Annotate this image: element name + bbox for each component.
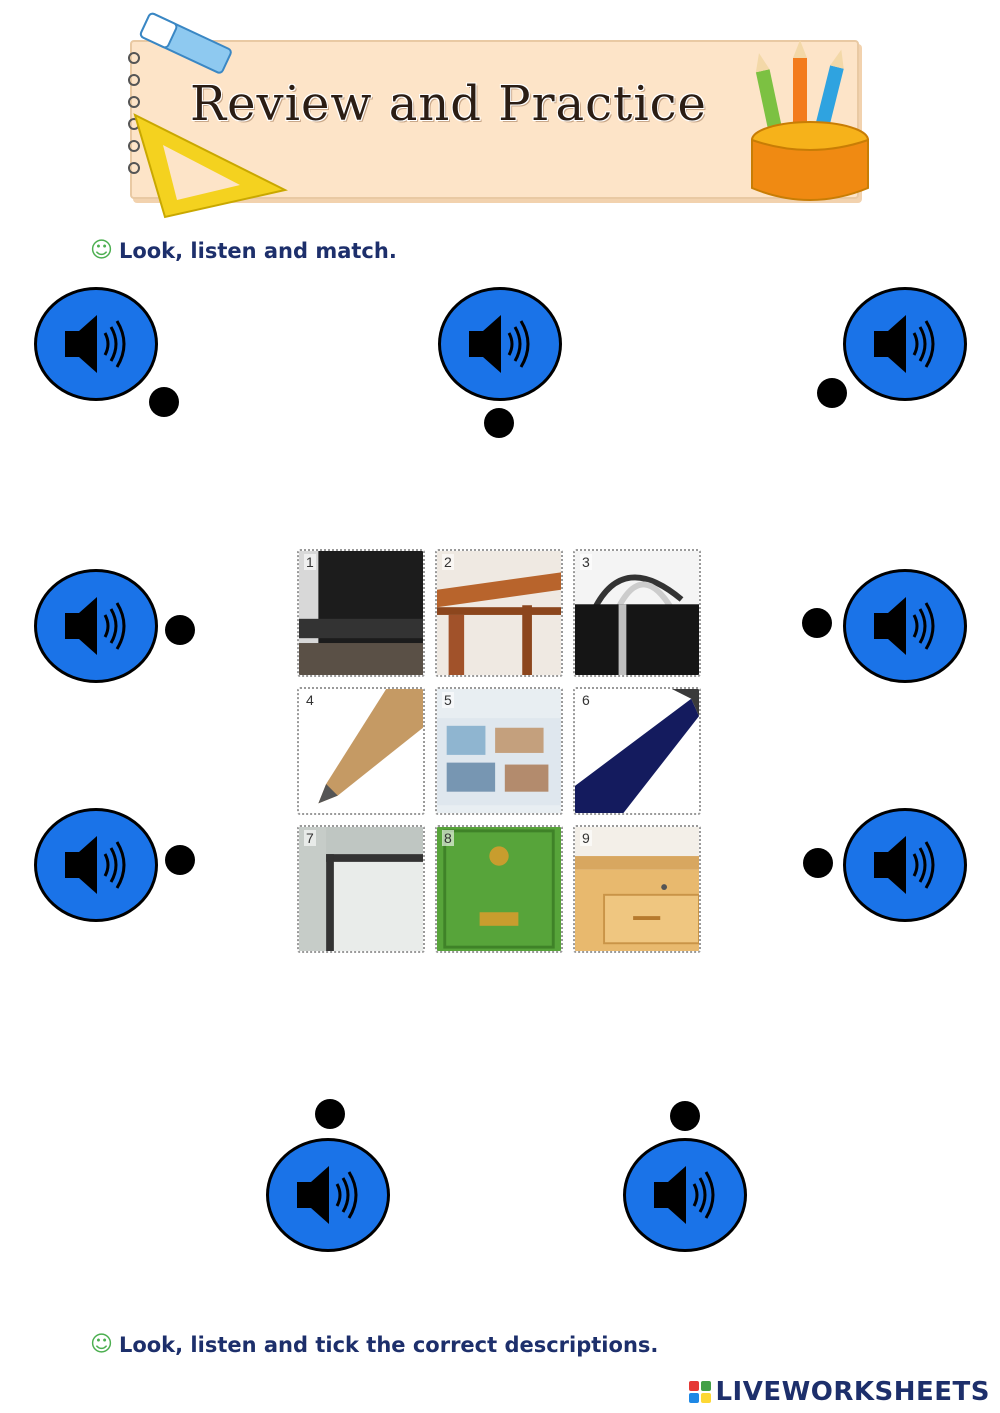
match-dot-8[interactable] [315, 1099, 345, 1129]
speaker-icon [297, 1166, 358, 1224]
speaker-icon [654, 1166, 715, 1224]
match-dot-1[interactable] [149, 387, 179, 417]
banner-title: Review and Practice [190, 76, 707, 132]
speaker-icon [469, 315, 530, 373]
tile-number: 4 [304, 692, 316, 708]
audio-button-8[interactable] [266, 1138, 390, 1252]
grid-tile-book: 5 [435, 687, 563, 815]
instruction-match-text: Look, listen and match. [118, 238, 397, 263]
grid-tile-bag: 3 [573, 549, 701, 677]
audio-button-9[interactable] [623, 1138, 747, 1252]
tile-number: 6 [580, 692, 592, 708]
pen-icon [575, 689, 699, 813]
grid-tile-chair: 1 [297, 549, 425, 677]
desk-icon [575, 827, 699, 951]
smiley-icon: ☺ [90, 1332, 113, 1357]
audio-button-5[interactable] [843, 569, 967, 683]
triangle-ruler-icon [133, 113, 288, 219]
speaker-icon [874, 836, 935, 894]
tile-number: 1 [304, 554, 316, 570]
match-dot-4[interactable] [165, 615, 195, 645]
eraser-icon [139, 12, 232, 74]
liveworksheets-brand[interactable]: LIVEWORKSHEETS [689, 1377, 990, 1407]
audio-button-7[interactable] [843, 808, 967, 922]
speaker-icon [65, 315, 126, 373]
match-dot-3[interactable] [817, 378, 847, 408]
table-icon [437, 551, 561, 675]
pencil-icon [299, 689, 423, 813]
window-icon [299, 827, 423, 951]
tile-number: 8 [442, 830, 454, 846]
grid-tile-window: 7 [297, 825, 425, 953]
audio-button-4[interactable] [34, 569, 158, 683]
audio-button-6[interactable] [34, 808, 158, 922]
tile-number: 5 [442, 692, 454, 708]
speaker-icon [65, 597, 126, 655]
grid-tile-pen: 6 [573, 687, 701, 815]
grid-tile-desk: 9 [573, 825, 701, 953]
match-dot-9[interactable] [670, 1101, 700, 1131]
header-banner: Review and Practice [120, 10, 880, 220]
match-dot-2[interactable] [484, 408, 514, 438]
instruction-tick: ☺ Look, listen and tick the correct desc… [90, 1332, 658, 1357]
smiley-icon: ☺ [90, 238, 113, 263]
audio-button-1[interactable] [34, 287, 158, 401]
book-icon [437, 689, 561, 813]
audio-button-3[interactable] [843, 287, 967, 401]
door-icon [437, 827, 561, 951]
brand-name: LIVEWORKSHEETS [715, 1377, 990, 1407]
match-dot-7[interactable] [803, 848, 833, 878]
instruction-match: ☺ Look, listen and match. [90, 238, 397, 263]
bag-icon [575, 551, 699, 675]
tile-number: 2 [442, 554, 454, 570]
liveworksheets-logo-icon [689, 1381, 712, 1403]
picture-grid: 1 2 3 4 [294, 546, 710, 962]
tile-number: 7 [304, 830, 316, 846]
instruction-tick-text: Look, listen and tick the correct descri… [118, 1332, 659, 1357]
tile-number: 3 [580, 554, 592, 570]
match-dot-5[interactable] [802, 608, 832, 638]
speaker-icon [874, 597, 935, 655]
audio-button-2[interactable] [438, 287, 562, 401]
tile-number: 9 [580, 830, 592, 846]
grid-tile-pencil: 4 [297, 687, 425, 815]
speaker-icon [65, 836, 126, 894]
chair-icon [299, 551, 423, 675]
pencil-cup-icon [751, 40, 869, 201]
grid-tile-door: 8 [435, 825, 563, 953]
speaker-icon [874, 315, 935, 373]
grid-tile-table: 2 [435, 549, 563, 677]
match-dot-6[interactable] [165, 845, 195, 875]
